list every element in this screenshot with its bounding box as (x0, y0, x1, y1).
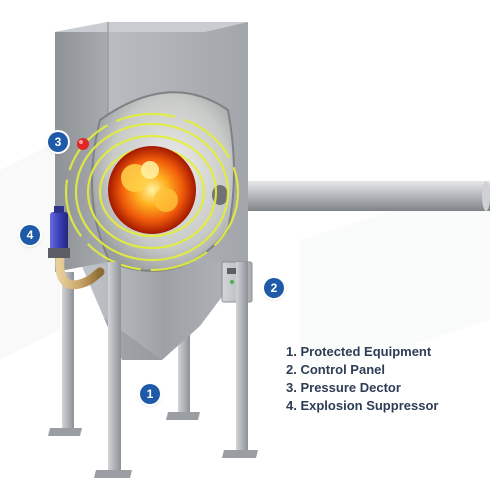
legend: 1. Protected Equipment 2. Control Panel … (286, 343, 486, 415)
legend-item-protected-equipment: 1. Protected Equipment (286, 343, 486, 361)
legend-number: 4. (286, 398, 297, 413)
legend-item-pressure-detector: 3. Pressure Dector (286, 379, 486, 397)
legend-label: Pressure Dector (300, 380, 401, 395)
suppressor-pipe (55, 253, 105, 290)
background-watermark (0, 140, 490, 380)
legend-label: Protected Equipment (300, 344, 432, 359)
legend-number: 2. (286, 362, 297, 377)
legend-item-control-panel: 2. Control Panel (286, 361, 486, 379)
callout-explosion-suppressor: 4 (20, 225, 40, 245)
outlet-duct (242, 181, 490, 211)
pressure-waves (64, 112, 240, 272)
legend-label: Explosion Suppressor (300, 398, 439, 413)
legend-number: 3. (286, 380, 297, 395)
callout-control-panel: 2 (264, 278, 284, 298)
callout-pressure-detector: 3 (48, 132, 68, 152)
callout-protected-equipment: 1 (140, 384, 160, 404)
front-legs (48, 262, 258, 478)
legend-label: Control Panel (300, 362, 385, 377)
legend-item-explosion-suppressor: 4. Explosion Suppressor (286, 397, 486, 415)
legend-number: 1. (286, 344, 297, 359)
explosion-suppressor (48, 206, 70, 258)
explosion-fireball (108, 146, 196, 234)
pressure-detector (77, 138, 89, 150)
